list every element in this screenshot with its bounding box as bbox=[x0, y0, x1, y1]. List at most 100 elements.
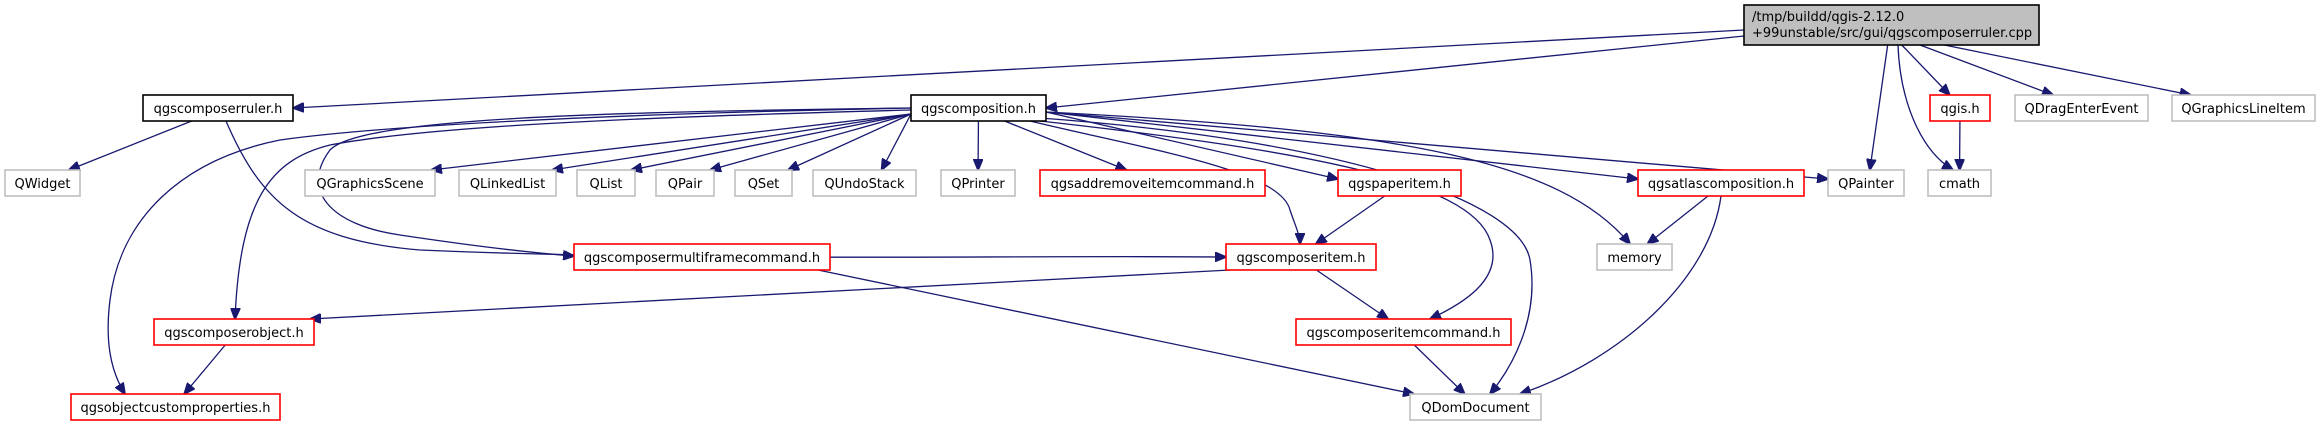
node-label: qgscomposerruler.h bbox=[154, 102, 283, 117]
edge-composition_h-to-multiframe_h bbox=[317, 107, 912, 256]
node-box bbox=[1295, 318, 1512, 346]
node-box bbox=[1929, 94, 1991, 122]
edge-composeritem_h-to-composerobject_h bbox=[310, 269, 1231, 319]
edge-composition_h-to-itemcommand_h bbox=[1039, 120, 1494, 319]
node-box bbox=[304, 169, 436, 197]
node-label: QUndoStack bbox=[824, 177, 905, 192]
node-label: QWidget bbox=[14, 177, 70, 192]
node-qgis-h[interactable]: qgis.h bbox=[1929, 94, 1991, 122]
node-label: QLinkedList bbox=[470, 177, 545, 192]
node-label: QGraphicsScene bbox=[316, 177, 423, 192]
node-label: QGraphicsLineItem bbox=[2181, 102, 2305, 117]
node-composeritem-h[interactable]: qgscomposeritem.h bbox=[1225, 243, 1377, 271]
node-composition-h[interactable]: qgscomposition.h bbox=[910, 94, 1047, 122]
node-label: qgscomposermultiframecommand.h bbox=[584, 251, 820, 266]
node-atlas-h[interactable]: qgsatlascomposition.h bbox=[1637, 169, 1805, 197]
node-box bbox=[1596, 243, 1673, 271]
node-label: qgis.h bbox=[1940, 102, 1979, 117]
edges-layer bbox=[69, 29, 2191, 394]
edge-composeritem_h-to-itemcommand_h bbox=[1316, 269, 1388, 319]
node-label: QPrinter bbox=[951, 177, 1005, 192]
node-qprinter: QPrinter bbox=[940, 169, 1016, 197]
edge-ruler_h-to-QWidget bbox=[69, 120, 192, 170]
edge-main-to-ruler_h bbox=[293, 29, 1745, 108]
node-box bbox=[1337, 169, 1462, 197]
node-label: qgscomposerobject.h bbox=[164, 326, 304, 341]
edge-composition_h-to-QGraphicsScene bbox=[431, 113, 912, 170]
node-qwidget: QWidget bbox=[4, 169, 81, 197]
node-box bbox=[655, 169, 715, 197]
node-box bbox=[153, 318, 315, 346]
node-box bbox=[573, 243, 831, 271]
edge-composition_h-to-QPair bbox=[710, 113, 912, 170]
node-box bbox=[812, 169, 917, 197]
edge-main-to-QDragEnterEvent bbox=[1919, 44, 2053, 95]
node-box bbox=[1827, 169, 1905, 197]
node-label: QPair bbox=[668, 177, 703, 192]
node-label: QList bbox=[590, 177, 623, 192]
node-label: qgscomposition.h bbox=[921, 102, 1036, 117]
node-label: cmath bbox=[1939, 177, 1980, 192]
node-label: +99unstable/src/gui/qgscomposerruler.cpp bbox=[1752, 26, 2032, 41]
node-label: qgspaperitem.h bbox=[1348, 177, 1451, 192]
edge-composition_h-to-QDomDocument bbox=[1039, 117, 1533, 394]
node-qlinkedlist: QLinkedList bbox=[458, 169, 557, 197]
edge-main-to-qgis_h bbox=[1901, 44, 1950, 95]
node-box bbox=[576, 169, 636, 197]
edge-composition_h-to-atlas_h bbox=[1045, 111, 1638, 179]
edge-composition_h-to-addremove_h bbox=[1004, 120, 1127, 170]
node-label: qgscomposeritemcommand.h bbox=[1307, 326, 1501, 341]
node-label: /tmp/buildd/qgis-2.12.0 bbox=[1752, 10, 1904, 25]
node-addremove-h[interactable]: qgsaddremoveitemcommand.h bbox=[1039, 169, 1266, 197]
node-cmath: cmath bbox=[1927, 169, 1992, 197]
node-composerobject-h[interactable]: qgscomposerobject.h bbox=[153, 318, 315, 346]
edge-main-to-QGraphicsLineItem bbox=[1944, 44, 2190, 95]
node-box bbox=[940, 169, 1016, 197]
node-label: qgsatlascomposition.h bbox=[1648, 177, 1794, 192]
node-box bbox=[734, 169, 793, 197]
node-ruler-h[interactable]: qgscomposerruler.h bbox=[142, 94, 294, 122]
node-customprops-h[interactable]: qgsobjectcustomproperties.h bbox=[70, 393, 281, 421]
edge-composition_h-to-composeritem_h bbox=[1029, 120, 1300, 244]
node-qdragenterevent: QDragEnterEvent bbox=[2014, 94, 2149, 122]
node-label: QDomDocument bbox=[1421, 401, 1529, 416]
node-box bbox=[2014, 94, 2149, 122]
node-box bbox=[1927, 169, 1992, 197]
edge-composerobject_h-to-customprops_h bbox=[184, 344, 226, 394]
node-qgraphicsscene: QGraphicsScene bbox=[304, 169, 436, 197]
edge-composition_h-to-QSet bbox=[788, 113, 912, 170]
edge-composition_h-to-customprops_h bbox=[107, 107, 912, 394]
node-qlist: QList bbox=[576, 169, 636, 197]
node-label: QPainter bbox=[1838, 177, 1894, 192]
node-label: qgsobjectcustomproperties.h bbox=[81, 401, 271, 416]
node-box bbox=[4, 169, 81, 197]
node-label: qgscomposeritem.h bbox=[1236, 251, 1365, 266]
node-multiframe-h[interactable]: qgscomposermultiframecommand.h bbox=[573, 243, 831, 271]
node-qpainter: QPainter bbox=[1827, 169, 1905, 197]
edge-main-to-QPainter bbox=[1870, 44, 1889, 170]
edge-itemcommand_h-to-QDomDocument bbox=[1413, 344, 1464, 394]
node-label: QSet bbox=[748, 177, 780, 192]
edge-composition_h-to-composerobject_h bbox=[235, 109, 912, 319]
node-main: /tmp/buildd/qgis-2.12.0+99unstable/src/g… bbox=[1743, 4, 2040, 46]
nodes-layer: /tmp/buildd/qgis-2.12.0+99unstable/src/g… bbox=[4, 4, 2316, 421]
edge-main-to-composition_h bbox=[1046, 35, 1745, 108]
edge-composition_h-to-memory bbox=[1045, 111, 1630, 244]
node-qundostack: QUndoStack bbox=[812, 169, 917, 197]
edge-composition_h-to-QLinkedList bbox=[552, 113, 912, 170]
node-qdomdocument: QDomDocument bbox=[1409, 393, 1542, 421]
edge-composition_h-to-QUndoStack bbox=[882, 113, 912, 170]
node-label: memory bbox=[1607, 251, 1662, 266]
node-box bbox=[910, 94, 1047, 122]
node-box bbox=[70, 393, 281, 421]
node-label: QDragEnterEvent bbox=[2025, 102, 2139, 117]
node-qpair: QPair bbox=[655, 169, 715, 197]
node-box bbox=[1743, 4, 2040, 46]
node-qgraphicslineitem: QGraphicsLineItem bbox=[2171, 94, 2316, 122]
node-itemcommand-h[interactable]: qgscomposeritemcommand.h bbox=[1295, 318, 1512, 346]
node-box bbox=[1225, 243, 1377, 271]
node-box bbox=[458, 169, 557, 197]
edge-composition_h-to-QPainter bbox=[1045, 111, 1828, 179]
node-paperitem-h[interactable]: qgspaperitem.h bbox=[1337, 169, 1462, 197]
